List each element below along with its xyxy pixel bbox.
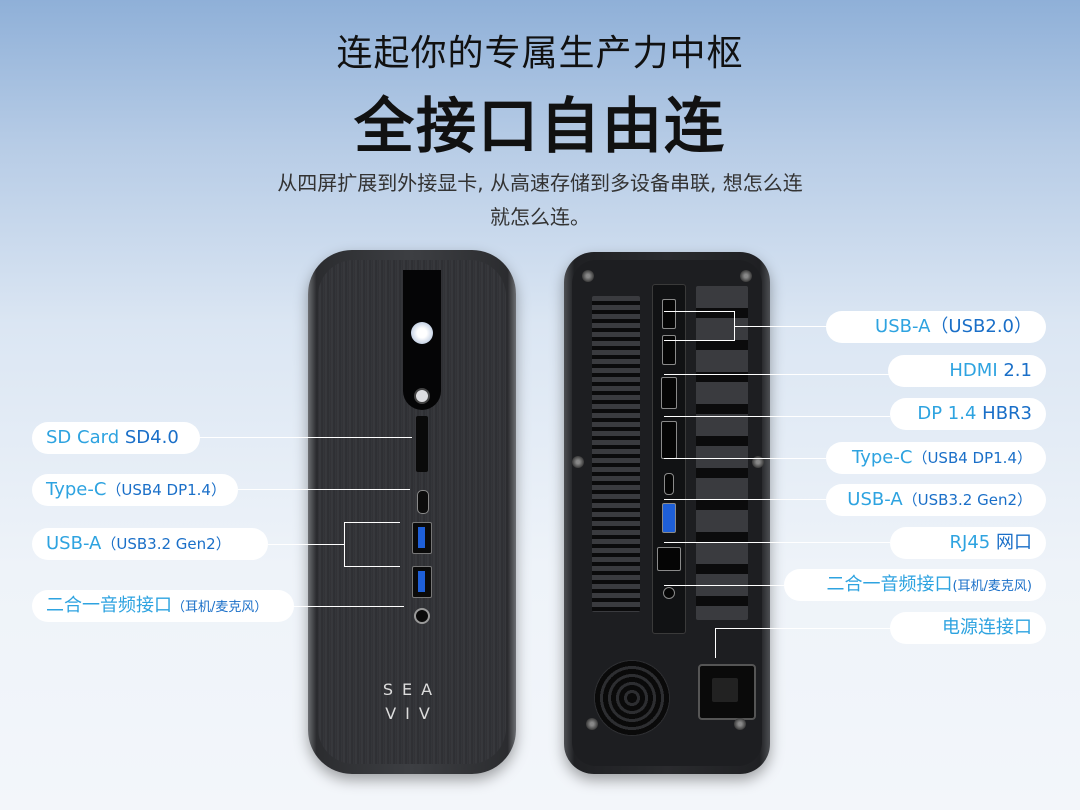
label-usb2-spec: （USB2.0） [930,316,1032,337]
label-front-audio-main: 二合一音频接口 [46,595,172,616]
fan-vent-icon [594,660,670,736]
device-front: SEA VIV [308,250,516,774]
label-front-usb-a-spec: （USB3.2 Gen2） [101,535,231,553]
label-power-main: 电源连接口 [942,617,1032,638]
callout-line-back-audio [664,585,784,586]
headline-main: 全接口自由连 [354,92,726,162]
label-usb2: USB-A（USB2.0） [826,311,1046,343]
label-dp-spec: HBR3 [982,403,1032,424]
front-type-c-port [417,490,429,514]
callout-line-back-usba [664,499,828,500]
callout-line-front-usba [268,544,344,545]
label-rj45: RJ45 网口 [890,527,1046,559]
logo-line2: VIV [385,704,439,723]
label-sd-card-main: SD Card [46,427,120,448]
screw-icon [752,456,764,468]
rj45-port [657,547,681,571]
label-front-type-c: Type-C（USB4 DP1.4） [32,474,238,506]
label-back-usb-a-main: USB-A [847,489,903,510]
callout-line-front-usba-top [344,522,400,523]
callout-line-usb2 [734,326,828,327]
label-front-usb-a-main: USB-A [46,533,102,554]
screw-icon [582,270,594,282]
callout-line-usb2-bottom [664,340,734,341]
callout-line-dp [664,416,890,417]
dp-port [661,421,677,459]
label-front-type-c-main: Type-C [46,479,107,500]
headline-top: 连起你的专属生产力中枢 [336,33,744,74]
callout-line-power [715,628,891,629]
front-usb-a-port-1 [412,522,432,554]
vent-left [592,296,640,612]
label-sd-card: SD Card SD4.0 [32,422,200,454]
label-power: 电源连接口 [890,612,1046,644]
callout-line-front-typec [238,489,410,490]
screw-icon [586,718,598,730]
label-usb2-main: USB-A [875,316,931,337]
callout-line-usb2-top [664,311,734,312]
callout-line-rj45 [664,542,890,543]
back-type-c-port [664,473,674,495]
label-back-usb-a: USB-A（USB3.2 Gen2） [826,484,1046,516]
screw-icon [734,718,746,730]
subheadline-line2: 就怎么连。 [490,205,590,229]
callout-line-hdmi [664,374,890,375]
label-back-type-c-main: Type-C [852,447,913,468]
label-hdmi-spec: 2.1 [1003,360,1032,381]
label-back-type-c-spec: （USB4 DP1.4） [912,449,1032,467]
subheadline: 从四屏扩展到外接显卡, 从高速存储到多设备串联, 想怎么连 就怎么连。 [0,166,1080,234]
screw-icon [740,270,752,282]
label-front-audio: 二合一音频接口（耳机/麦克风） [32,590,294,622]
sd-card-slot [416,416,428,472]
device-back [564,252,770,774]
power-socket [698,664,756,720]
label-back-audio-main: 二合一音频接口 [826,574,953,595]
callout-line-front-usba-bottom [344,566,400,567]
label-front-audio-spec: （耳机/麦克风） [172,600,268,615]
front-panel: SEA VIV [318,260,506,764]
front-pill-panel [403,270,441,410]
callout-line-sd [182,437,412,438]
label-dp-main: DP 1.4 [917,403,977,424]
back-usb2-port-1 [662,299,676,329]
front-audio-jack [414,608,430,624]
label-front-usb-a: USB-A（USB3.2 Gen2） [32,528,268,560]
subheadline-line1: 从四屏扩展到外接显卡, 从高速存储到多设备串联, 想怎么连 [277,171,803,195]
back-audio-jack [663,587,675,599]
label-back-type-c: Type-C（USB4 DP1.4） [826,442,1046,474]
power-button-icon [414,388,430,404]
back-panel [572,260,764,766]
hdmi-port [661,377,677,409]
label-front-type-c-spec: （USB4 DP1.4） [106,481,226,499]
callout-line-front-audio [292,606,404,607]
label-rj45-spec: 网口 [996,532,1032,553]
label-dp: DP 1.4 HBR3 [890,398,1046,430]
callout-line-power-vertical [715,628,716,658]
label-hdmi-main: HDMI [949,360,998,381]
back-usb-a-port [662,503,676,533]
indicator-light-icon [411,322,433,344]
callout-line-front-usba-vertical [344,522,345,566]
label-back-audio: 二合一音频接口(耳机/麦克风) [784,569,1046,601]
label-back-audio-spec: (耳机/麦克风) [952,579,1032,594]
back-usb2-port-2 [662,335,676,365]
label-rj45-main: RJ45 [949,532,991,553]
front-usb-a-port-2 [412,566,432,598]
label-sd-card-spec: SD4.0 [124,427,179,448]
screw-icon [572,456,584,468]
io-panel [652,284,686,634]
label-hdmi: HDMI 2.1 [888,355,1046,387]
vent-right [696,286,748,620]
logo-line1: SEA [382,680,442,699]
callout-line-back-typec [664,458,826,459]
label-back-usb-a-spec: （USB3.2 Gen2） [902,491,1032,509]
